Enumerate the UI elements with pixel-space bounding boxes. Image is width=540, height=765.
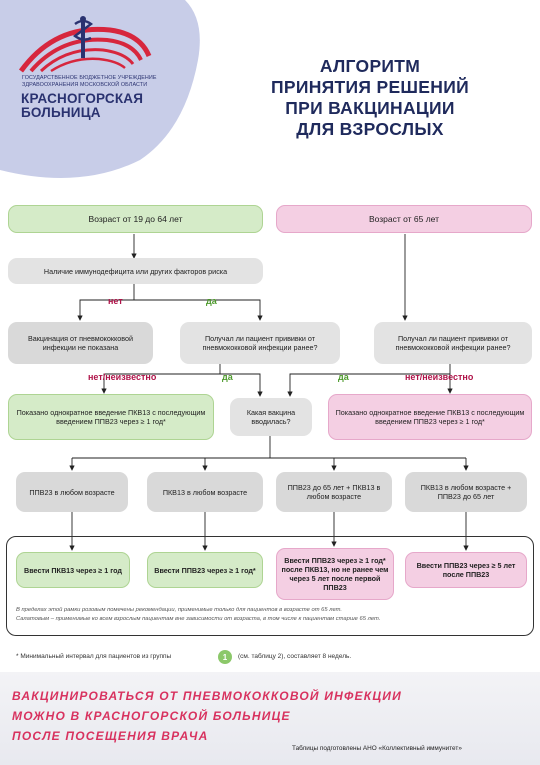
recommendation-frame — [6, 536, 534, 636]
result-ppv23-label: Ввести ППВ23 через ≥ 1 год* — [154, 565, 256, 575]
org-line-1: ГОСУДАРСТВЕННОЕ БЮДЖЕТНОЕ УЧРЕЖДЕНИЕ — [22, 75, 157, 81]
shown-right-label: Показано однократное введение ПКВ13 с по… — [335, 408, 525, 426]
frame-note-green: Салатовым – применимые ко всем взрослым … — [16, 616, 381, 622]
cta-line-1: Вакцинироваться от пневмококковой инфекц… — [12, 689, 402, 703]
no-label: нет — [108, 296, 123, 306]
received-right-box: Получал ли пациент прививки от пневмокок… — [374, 322, 532, 364]
received-left-box: Получал ли пациент прививки от пневмокок… — [180, 322, 340, 364]
age-65-box: Возраст от 65 лет — [276, 205, 532, 233]
received-left-label: Получал ли пациент прививки от пневмокок… — [202, 334, 318, 352]
call-to-action: Вакцинироваться от пневмококковой инфекц… — [12, 686, 402, 746]
immunodeficiency-label: Наличие иммунодефицита или других фактор… — [43, 266, 228, 276]
result-ppv23-after-pcv13-label: Ввести ППВ23 через ≥ 1 год* после ПКВ13,… — [281, 556, 389, 592]
yes-right-label: да — [338, 372, 349, 382]
hospital-name: КРАСНОГОРСКАЯ БОЛЬНИЦА — [21, 92, 143, 120]
age-19-64-box: Возраст от 19 до 64 лет — [8, 205, 263, 233]
which-vaccine-box: Какая вакцина вводилась? — [230, 398, 312, 436]
shown-left-box: Показано однократное введение ПКВ13 с по… — [8, 394, 214, 440]
yes-left-label: да — [222, 372, 233, 382]
frame-note-pink: В пределах этой рамки розовым помечены р… — [16, 607, 343, 613]
group-number-badge: 1 — [218, 650, 232, 664]
page-title: АЛГОРИТМ ПРИНЯТИЯ РЕШЕНИЙ ПРИ ВАКЦИНАЦИИ… — [210, 56, 530, 140]
shown-left-label: Показано однократное введение ПКВ13 с по… — [16, 408, 206, 426]
which-vaccine-label: Какая вакцина вводилась? — [246, 408, 296, 426]
no-unknown-right-label: нет/неизвестно — [405, 372, 474, 382]
immunodeficiency-box: Наличие иммунодефицита или других фактор… — [8, 258, 263, 284]
footnote-text-a: * Минимальный интервал для пациентов из … — [16, 653, 172, 660]
hospital-line-1: КРАСНОГОРСКАЯ — [21, 91, 144, 106]
result-ppv23-after-pcv13-box: Ввести ППВ23 через ≥ 1 год* после ПКВ13,… — [276, 548, 394, 600]
cta-line-3: после посещения врача — [12, 729, 209, 743]
result-ppv23-5y-label: Ввести ППВ23 через ≥ 5 лет после ППВ23 — [416, 561, 516, 579]
result-ppv23-box: Ввести ППВ23 через ≥ 1 год* — [147, 552, 263, 588]
title-line-3: ПРИ ВАКЦИНАЦИИ — [285, 98, 455, 118]
option-pcv13-box: ПКВ13 в любом возрасте — [147, 472, 263, 512]
title-line-2: ПРИНЯТИЯ РЕШЕНИЙ — [271, 77, 469, 97]
option-ppv23-pcv13-box: ППВ23 до 65 лет + ПКВ13 в любом возрасте — [276, 472, 392, 512]
not-indicated-label: Вакцинация от пневмококковой инфекции не… — [27, 334, 134, 352]
option-pcv13-label: ПКВ13 в любом возрасте — [162, 487, 248, 497]
yes-label: да — [206, 296, 217, 306]
org-line-2: ЗДРАВООХРАНЕНИЯ МОСКОВСКОЙ ОБЛАСТИ — [22, 81, 148, 88]
cta-line-2: можно в Красногорской больнице — [12, 709, 291, 723]
no-unknown-left-label: нет/неизвестно — [88, 372, 157, 382]
title-line-1: АЛГОРИТМ — [319, 56, 421, 76]
footer-background — [0, 672, 540, 765]
hospital-logo — [18, 16, 152, 73]
received-right-label: Получал ли пациент прививки от пневмокок… — [395, 334, 511, 352]
credit-text: Таблицы подготовлены АНО «Коллективный и… — [292, 745, 462, 752]
age-65-label: Возраст от 65 лет — [368, 213, 440, 224]
result-ppv23-5y-box: Ввести ППВ23 через ≥ 5 лет после ППВ23 — [405, 552, 527, 588]
footnote-text-b: (см. таблицу 2), составляет 8 недель. — [238, 653, 352, 660]
option-pcv13-ppv23-box: ПКВ13 в любом возрасте + ППВ23 до 65 лет — [405, 472, 527, 512]
org-name: ГОСУДАРСТВЕННОЕ БЮДЖЕТНОЕ УЧРЕЖДЕНИЕ ЗДР… — [22, 75, 157, 88]
age-19-64-label: Возраст от 19 до 64 лет — [88, 213, 183, 224]
option-ppv23-label: ППВ23 в любом возрасте — [29, 487, 115, 497]
option-ppv23-pcv13-label: ППВ23 до 65 лет + ПКВ13 в любом возрасте — [287, 483, 381, 501]
title-line-4: ДЛЯ ВЗРОСЛЫХ — [296, 119, 444, 139]
option-pcv13-ppv23-label: ПКВ13 в любом возрасте + ППВ23 до 65 лет — [420, 483, 512, 501]
result-pcv13-box: Ввести ПКВ13 через ≥ 1 год — [16, 552, 130, 588]
shown-right-box: Показано однократное введение ПКВ13 с по… — [328, 394, 532, 440]
frame-notes: В пределах этой рамки розовым помечены р… — [16, 606, 526, 624]
option-ppv23-box: ППВ23 в любом возрасте — [16, 472, 128, 512]
not-indicated-box: Вакцинация от пневмококковой инфекции не… — [8, 322, 153, 364]
result-pcv13-label: Ввести ПКВ13 через ≥ 1 год — [24, 565, 122, 575]
hospital-line-2: БОЛЬНИЦА — [21, 105, 101, 120]
